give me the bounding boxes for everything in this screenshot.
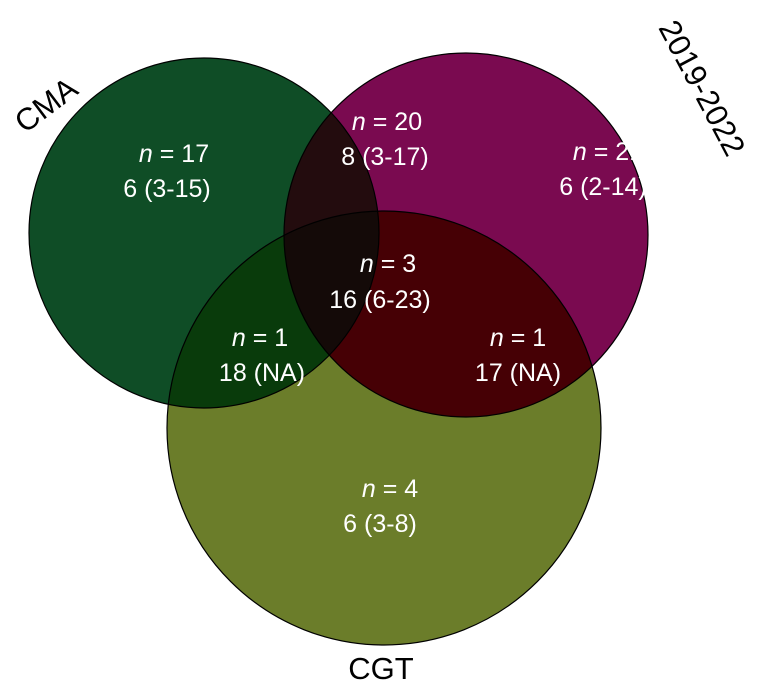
region-value: 18 (NA) [219,359,305,387]
region-cgt-only: n = 4 6 (3-8) [343,475,418,538]
n-equals: = [374,250,403,278]
region-value: 16 (6-23) [329,286,430,314]
region-cma-only: n = 17 6 (3-15) [123,140,211,203]
region-value: 6 (3-8) [343,510,417,538]
n-equals: = [366,108,395,136]
region-count: 3 [402,250,416,278]
svg-text:n = 4: n = 4 [362,475,418,503]
svg-text:n = 3: n = 3 [360,250,416,278]
n-symbol: n [360,250,374,278]
region-value: 17 (NA) [475,359,561,387]
region-cma-2019-2022: n = 20 8 (3-17) [341,108,429,171]
overlap-cma-cgt [167,211,379,408]
outline-cgt [166,210,602,646]
region-count: 4 [404,475,418,503]
region-2019-2022-cgt: n = 1 17 (NA) [475,324,561,387]
set-label-cgt: CGT [348,651,414,686]
region-count: 1 [532,324,546,352]
region-value: 8 (3-17) [341,143,429,171]
svg-text:n = 1: n = 1 [490,324,546,352]
svg-text:n = 21: n = 21 [573,138,643,166]
n-equals: = [376,475,405,503]
set-label-2019-2022: 2019-2022 [652,14,753,161]
region-value: 6 (3-15) [123,175,211,203]
n-symbol: n [573,138,587,166]
region-count: 20 [394,108,422,136]
n-equals: = [587,138,616,166]
n-symbol: n [352,108,366,136]
n-symbol: n [362,475,376,503]
region-cma-cgt: n = 1 18 (NA) [219,324,305,387]
region-count: 1 [274,324,288,352]
svg-text:n = 1: n = 1 [232,324,288,352]
n-equals: = [153,140,182,168]
region-value: 6 (2-14) [559,173,647,201]
n-equals: = [504,324,533,352]
n-symbol: n [490,324,504,352]
region-count: 17 [181,140,209,168]
n-symbol: n [232,324,246,352]
region-2019-2022-only: n = 21 6 (2-14) [559,138,647,201]
region-count: 21 [615,138,643,166]
region-all-three: n = 3 16 (6-23) [329,250,430,314]
overlap-2019-2022-cgt [284,211,601,417]
n-symbol: n [139,140,153,168]
outline-cma [28,57,380,409]
svg-text:n = 17: n = 17 [139,140,209,168]
n-equals: = [246,324,275,352]
svg-text:n = 20: n = 20 [352,108,422,136]
